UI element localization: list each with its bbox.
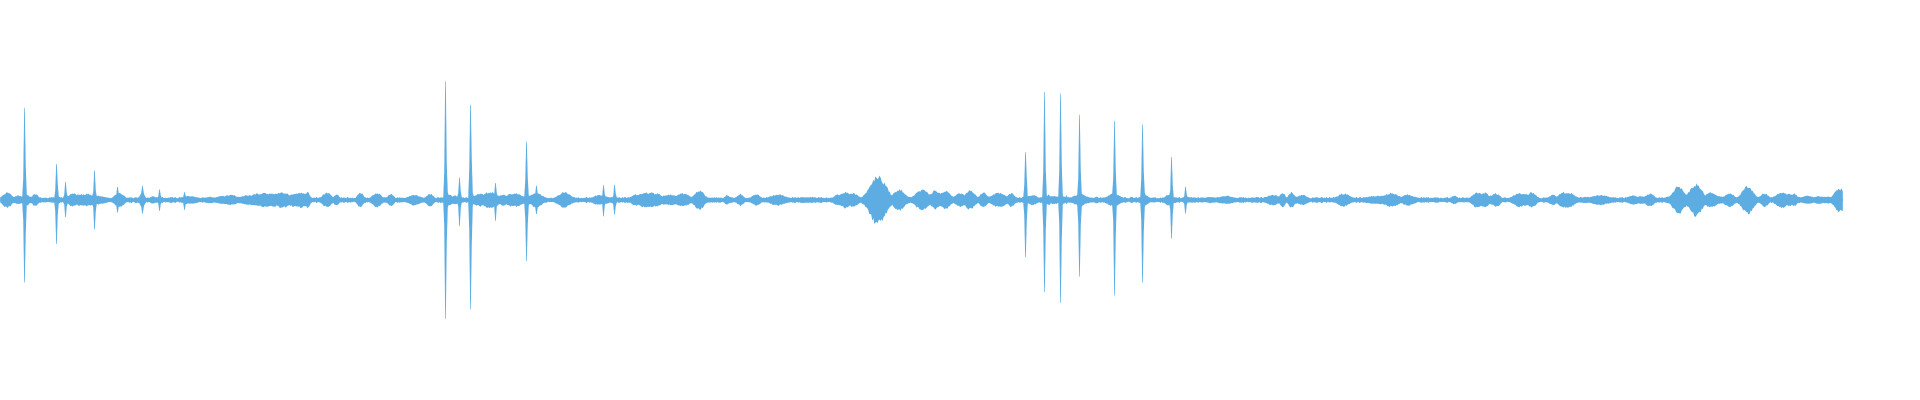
- waveform-canvas[interactable]: [0, 0, 1920, 400]
- audio-waveform[interactable]: [0, 0, 1920, 400]
